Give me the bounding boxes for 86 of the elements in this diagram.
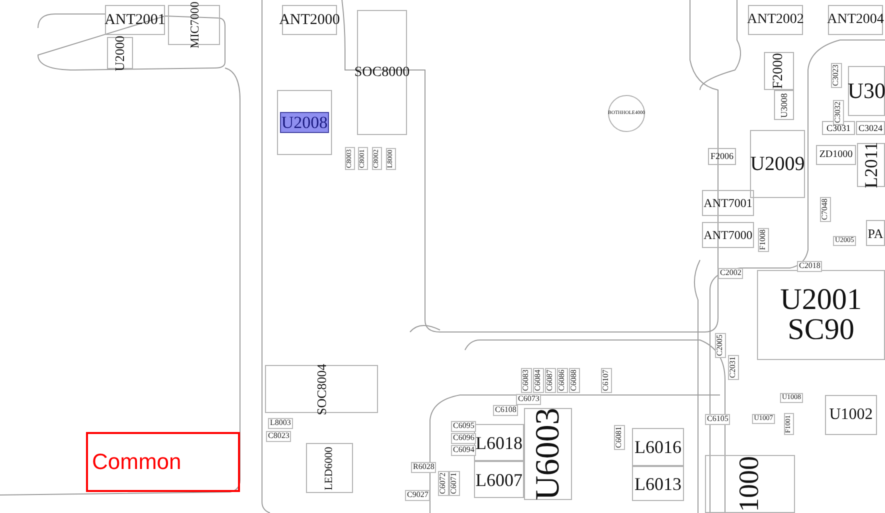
part-designator: R6028 (411, 462, 436, 473)
component-footprint (828, 5, 883, 35)
part-designator: SOC8000 (354, 66, 410, 80)
note-frame (86, 432, 240, 492)
part-designator: ANT2004 (827, 13, 884, 27)
component-footprint (757, 270, 885, 360)
part-designator: L2011 (862, 142, 880, 188)
component-footprint (107, 37, 133, 69)
part-designator: ANT2001 (104, 12, 166, 28)
component-footprint (306, 443, 353, 493)
part-designator: F1008 (758, 228, 769, 252)
part-designator: 1000 (736, 456, 764, 512)
part-designator: C6094 (451, 445, 476, 456)
component-footprint (750, 130, 805, 198)
component-footprint (764, 52, 794, 90)
part-designator: L6007 (476, 470, 522, 488)
part-designator: C7048 (820, 196, 831, 222)
part-designator: U1002 (829, 407, 873, 423)
part-designator: C6095 (451, 421, 476, 432)
part-designator: C6108 (493, 405, 518, 416)
part-designator: MIC7000 (188, 2, 200, 48)
component-footprint (277, 90, 332, 155)
part-designator: C6081 (614, 424, 625, 450)
part-designator: F2006 (710, 152, 734, 161)
part-designator: SC90 (788, 315, 854, 345)
component-footprint (524, 408, 572, 500)
component-footprint (748, 5, 803, 35)
part-designator: C2005 (715, 332, 726, 358)
component-footprint (857, 143, 885, 187)
component-footprint (105, 5, 165, 35)
component-footprint (866, 220, 885, 246)
part-designator: C6073 (516, 394, 542, 405)
part-designator: LED6000 (324, 446, 335, 490)
part-designator: L6016 (634, 438, 682, 456)
component-footprint (816, 145, 856, 165)
component-footprint (774, 90, 794, 120)
part-designator: ANT2000 (279, 12, 340, 28)
component-footprint (856, 121, 885, 135)
component-footprint (708, 148, 736, 165)
part-designator: ANT7001 (704, 197, 752, 209)
part-designator: L8003 (268, 418, 293, 429)
component-footprint (848, 66, 885, 116)
part-designator: SOC8004 (315, 363, 328, 415)
component-footprint (474, 461, 524, 498)
part-designator: C6087 (545, 368, 556, 393)
part-designator: U2001 (780, 285, 862, 315)
note-text: Common (92, 451, 182, 473)
part-designator: C6084 (533, 368, 544, 393)
part-designator: U3008 (780, 92, 788, 118)
part-designator: U2009 (750, 154, 805, 174)
part-designator: U2008 (280, 112, 329, 133)
part-designator: U2000 (114, 35, 126, 71)
part-designator: ZD1000 (819, 150, 853, 160)
component-footprint (702, 190, 754, 216)
part-designator: L6013 (634, 474, 682, 492)
part-designator: U6003 (531, 408, 565, 500)
part-designator: C3023 (831, 62, 842, 88)
part-designator: C6072 (438, 470, 449, 496)
part-designator: C6096 (451, 433, 476, 444)
part-designator: C2031 (728, 354, 739, 380)
part-designator: C3032 (833, 100, 844, 125)
part-designator: C8023 (266, 431, 292, 442)
part-designator: C3024 (858, 124, 882, 132)
part-designator: C6071 (449, 470, 460, 496)
part-designator: C6107 (601, 368, 612, 393)
component-footprint (265, 365, 378, 413)
part-designator: C6105 (705, 414, 730, 425)
component-footprint (702, 222, 754, 248)
part-designator: F2000 (772, 53, 786, 89)
component-footprint (632, 428, 684, 466)
part-designator: C2018 (797, 261, 822, 272)
part-designator: C6088 (569, 368, 580, 393)
part-designator: C9027 (405, 490, 430, 501)
part-designator: C6086 (557, 368, 568, 393)
part-designator: PA (868, 226, 884, 240)
part-designator: ANT2002 (747, 13, 804, 27)
part-designator: ANT7000 (704, 229, 752, 241)
part-designator: C6083 (521, 368, 532, 393)
part-designator: L6018 (476, 434, 522, 452)
component-footprint (632, 466, 684, 501)
part-designator: C2002 (718, 268, 744, 279)
mounting-hole (608, 95, 645, 132)
component-footprint (705, 455, 795, 513)
part-designator: U30 (848, 80, 885, 102)
part-designator: C3031 (826, 124, 850, 132)
component-footprint (825, 395, 877, 435)
